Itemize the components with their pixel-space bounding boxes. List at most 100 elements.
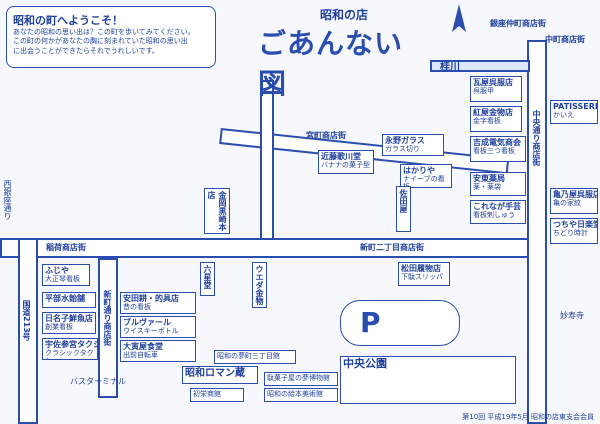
shop-sub: ウイスキーボトル [123, 327, 179, 336]
shop-sub: 下駄スリッパ [401, 273, 443, 282]
museum-label: 昭和ロマン蔵 [185, 368, 245, 379]
shop-hakariya[interactable]: はかりや ナイーブの看板 [400, 164, 452, 188]
shop-sub: 薬・薬袋 [473, 183, 501, 192]
shop-name: 安東薬局 [473, 174, 505, 183]
intro-line: に出会うことができたらそれでうれしいです。 [13, 46, 159, 55]
shop-kondo[interactable]: 近藤歌川堂 バナナの菓子型 [318, 150, 374, 174]
shop-name: 安田耕・的具店 [123, 294, 179, 303]
shop-name: 吉成電気商会 [473, 138, 521, 147]
chuo-dori-label: 中央通り商店街 [532, 110, 541, 166]
museum-label: 昭和の絵本美術館 [267, 390, 323, 398]
miyamachi-label: 宮町商店街 [306, 131, 346, 140]
katsuragawa-label: 桂川 [440, 62, 460, 73]
shop-name: 近藤歌川堂 [321, 152, 361, 161]
shop-name: 大寅屋食堂 [123, 342, 163, 351]
ginza-label: 銀座仲町商店街 [490, 19, 546, 28]
intro-heading: 昭和の町へようこそ！ [13, 14, 123, 27]
central-park[interactable]: 中央公園 [340, 356, 516, 404]
shop-hirabe[interactable]: 平部水飴舗 [42, 292, 96, 308]
main-street-left-label: 稲荷商店街 [46, 243, 86, 252]
nagaremachi-label: 中町商店街 [545, 35, 585, 44]
shop-name: 永野ガラス [385, 136, 425, 145]
shop-sub: 呉服甲 [473, 87, 494, 96]
museum-label: 駄菓子屋の夢博物館 [267, 374, 330, 382]
shop-name: はかりや [403, 166, 435, 175]
shop-nagano-glass[interactable]: 永野ガラス ガラス切り [382, 134, 444, 156]
shop-ando[interactable]: 安東薬局 薬・薬袋 [470, 172, 526, 196]
shop-kawaraya[interactable]: 瓦屋呉服店 呉服甲 [470, 76, 522, 102]
bus-terminal-label: バスターミナル [70, 377, 126, 386]
intro-box: 昭和の町へようこそ！ あなたの昭和の思い出は？この町を歩いてみてください。 この… [6, 6, 216, 68]
intro-line: この町の何かがあなたの胸に刻まれていた昭和の思い出 [13, 37, 188, 46]
shop-kanaoka[interactable]: 金岡黒崎本店 [204, 188, 230, 234]
shop-name: ブルヴァール [123, 318, 171, 327]
shop-name: 瓦屋呉服店 [473, 78, 513, 87]
shop-name: 亀乃屋呉服店 [553, 190, 598, 199]
shop-tsuchiya[interactable]: つちや日楽堂 ちどり時計 [550, 218, 598, 244]
shinmachi-dori-label: 新町通り商店街 [103, 290, 112, 346]
shop-sub: 昔の看板 [123, 303, 151, 312]
hatsuyo-shokan[interactable]: 初栄商館 [190, 388, 244, 402]
shop-name: つちや日楽堂 [553, 220, 598, 229]
shop-sub: ちどり時計 [553, 229, 588, 238]
shop-sub: 看板刺しゅう [473, 211, 515, 220]
shop-name: ふじや [45, 266, 69, 275]
main-street-label: 新町二丁目商店街 [360, 243, 424, 252]
shop-sub: 大正琴看板 [45, 275, 80, 284]
yume-machi-sanchome[interactable]: 昭和の夢町三丁目館 [214, 350, 296, 364]
katsuragawa-river [430, 60, 530, 72]
shop-name: 紅屋金物店 [473, 108, 513, 117]
chuo-road [527, 40, 547, 424]
shop-yasuda[interactable]: 安田耕・的具店 昔の看板 [120, 292, 196, 314]
north-road [260, 80, 274, 240]
shop-name: 宇佐参宮タクシー [45, 340, 97, 349]
shop-uedakanamono[interactable]: ウエダ金物 [252, 262, 267, 308]
shop-sub: ガラス切り [385, 145, 420, 154]
title-big: ごあんない図 [258, 27, 404, 100]
shop-sub: 看板三つ看板 [473, 147, 515, 156]
shop-yoshinari[interactable]: 吉成電気商会 看板三つ看板 [470, 136, 526, 162]
myoken-label: 妙寿寺 [560, 311, 584, 320]
shop-sadaya[interactable]: 佐田屋 [396, 186, 411, 232]
shop-beniya[interactable]: 紅屋金物店 金字看板 [470, 106, 522, 132]
compass-icon [452, 4, 466, 32]
shop-boulevard[interactable]: ブルヴァール ウイスキーボトル [120, 316, 196, 338]
intro-line: あなたの昭和の思い出は？この町を歩いてみてください。 [13, 28, 195, 36]
west-left-label: 西銀座通り [3, 180, 12, 220]
ehon-museum[interactable]: 昭和の絵本美術館 [264, 388, 338, 402]
shop-usa-taxi[interactable]: 宇佐参宮タクシー クラシックタクシー [42, 338, 98, 360]
shop-sub: ナイーブの看板 [403, 175, 445, 187]
shop-patisserie[interactable]: PATISSERIE かいえ [550, 100, 598, 124]
map-title: 昭和の店 ごあんない図 [250, 6, 430, 100]
shop-sub: 創業看板 [45, 323, 73, 332]
shinmachi-dori-road [98, 258, 118, 398]
shop-name: 松田履物店 [401, 264, 441, 273]
shop-sub: 出前自転車 [123, 351, 158, 360]
parking-icon: P [360, 306, 381, 339]
shop-name: 平部水飴舗 [45, 294, 85, 303]
shop-sub: 亀の家紋 [553, 199, 581, 208]
shop-sub: 金字看板 [473, 117, 501, 126]
shop-name: 日名子鮮魚店 [45, 314, 93, 323]
shop-sub: バナナの菓子型 [321, 161, 370, 170]
park-label: 中央公園 [343, 357, 387, 370]
showa-roman-kura[interactable]: 昭和ロマン蔵 [182, 366, 258, 384]
shop-sub: かいえ [553, 111, 574, 120]
shop-name: これなが手芸 [473, 202, 521, 211]
shop-hinago[interactable]: 日名子鮮魚店 創業看板 [42, 312, 96, 334]
shop-fujiya[interactable]: ふじや 大正琴看板 [42, 264, 90, 286]
dagashi-museum[interactable]: 駄菓子屋の夢博物館 [264, 372, 338, 386]
shop-name: PATISSERIE [553, 102, 598, 111]
shop-korenaga[interactable]: これなが手芸 看板刺しゅう [470, 200, 526, 224]
shop-rokuseido[interactable]: 六星堂 [200, 262, 215, 296]
shop-daitoraya[interactable]: 大寅屋食堂 出前自転車 [120, 340, 196, 362]
shop-sub: クラシックタクシー [45, 349, 94, 359]
national-road [18, 238, 38, 424]
title-small: 昭和の店 [320, 8, 369, 22]
museum-label: 昭和の夢町三丁目館 [217, 352, 280, 360]
museum-label: 初栄商館 [193, 390, 221, 398]
national-road-label: 国道213号 [22, 300, 31, 341]
shop-matsuda-geta[interactable]: 松田履物店 下駄スリッパ [398, 262, 450, 286]
shop-kamenoya[interactable]: 亀乃屋呉服店 亀の家紋 [550, 188, 598, 214]
